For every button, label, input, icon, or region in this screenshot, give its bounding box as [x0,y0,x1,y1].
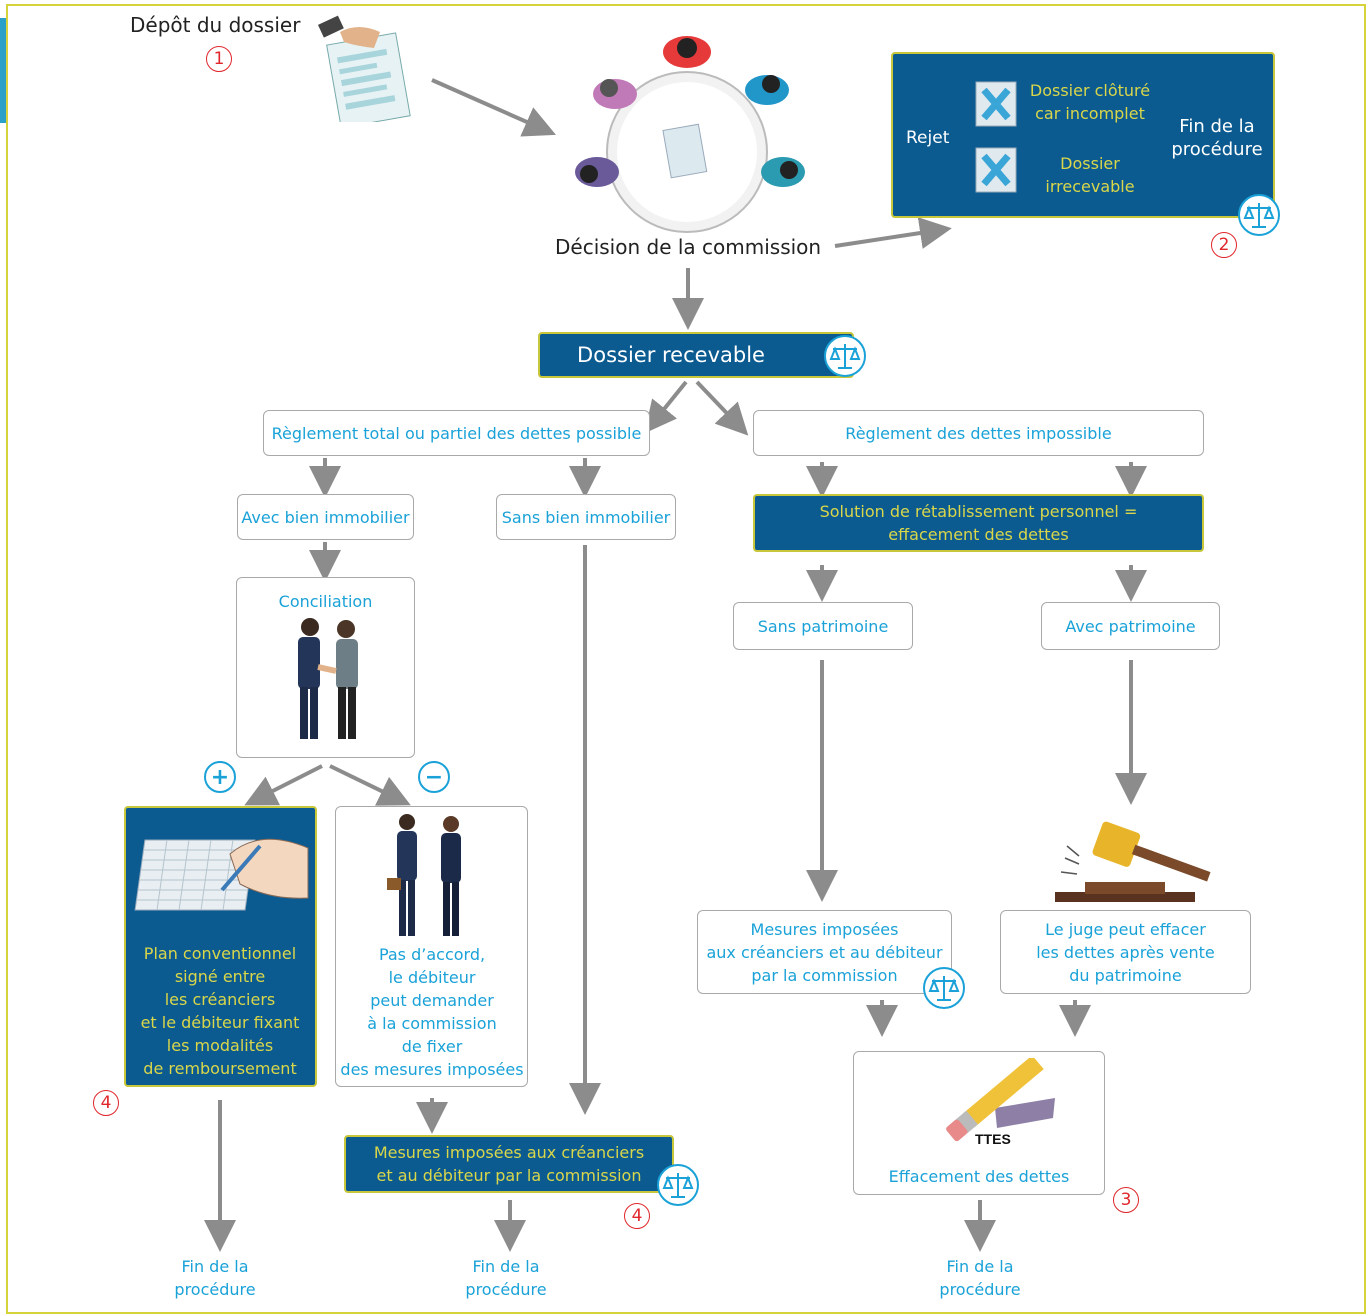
avec-patrimoine-label: Avec patrimoine [1065,616,1196,636]
avec-immobilier-label: Avec bien immobilier [241,507,410,527]
eraser-text: TTES [975,1131,1011,1147]
right-title: Règlement des dettes impossible [845,423,1112,443]
effacement-number: 3 [1113,1187,1139,1213]
scale-icon [657,1164,699,1206]
eraser-illustration: TTES [946,1058,1055,1147]
juge-text: Le juge peut effacer les dettes après ve… [1036,919,1215,985]
rejet-panel [891,52,1275,218]
meeting-illustration [575,36,805,233]
left-title: Règlement total ou partiel des dettes po… [271,423,642,443]
arrow-minus [329,764,411,806]
sans-patrimoine-box: Sans patrimoine [733,602,913,650]
sans-immobilier-label: Sans bien immobilier [501,507,671,527]
fin-right: Fin de la procédure [939,1257,1021,1299]
arrow-left-branch [644,380,688,434]
arrow-right-branch [695,380,749,436]
document-illustration [317,15,411,122]
effacement-label: Effacement des dettes [888,1167,1070,1186]
arrow-rejet [834,217,952,249]
side-tab [0,18,6,123]
conciliation-label: Conciliation [278,592,373,611]
decision-label: Décision de la commission [555,235,822,259]
mesures-left-text: Mesures imposées aux créanciers et au dé… [373,1143,645,1185]
rejet-fin: Fin de la procédure [1171,116,1263,160]
sans-immobilier-box: Sans bien immobilier [496,494,676,540]
rejected-doc-icon [975,147,1017,193]
signing-illustration [134,838,309,911]
fin-left-1: Fin de la procédure [174,1257,256,1299]
rejet-item2: Dossier irrecevable [1045,154,1135,196]
scale-icon [1238,194,1280,236]
rejet-number: 2 [1211,232,1237,258]
rejet-label: Rejet [906,128,950,148]
sans-patrimoine-label: Sans patrimoine [757,616,889,636]
rejected-doc-icon [975,81,1017,127]
plus-icon: + [204,761,236,793]
recevable-label: Dossier recevable [577,343,765,367]
rejet-item1: Dossier clôturé car incomplet [1029,81,1151,123]
arrow-depot [431,78,556,137]
avec-immobilier-box: Avec bien immobilier [237,494,414,540]
handshake-illustration [298,618,358,739]
juge-box: Le juge peut effacer les dettes après ve… [1000,910,1251,994]
depot-label: Dépôt du dossier [130,13,301,37]
avec-patrimoine-box: Avec patrimoine [1041,602,1220,650]
right-title-box: Règlement des dettes impossible [753,410,1204,456]
fin-left-2: Fin de la procédure [465,1257,547,1299]
plan-text: Plan conventionnel signé entre les créan… [140,944,300,1078]
mesures-left-panel: Mesures imposées aux créanciers et au dé… [344,1135,674,1193]
left-title-box: Règlement total ou partiel des dettes po… [263,410,650,456]
scale-icon [923,967,965,1009]
solution-panel: Solution de rétablissement personnel = e… [753,494,1204,552]
scale-icon [824,335,866,377]
mesures-left-number: 4 [624,1203,650,1229]
pas-accord-box [335,806,528,1087]
solution-text: Solution de rétablissement personnel = e… [819,502,1138,544]
mesures-right-text: Mesures imposées aux créanciers et au dé… [706,919,943,985]
arrow-plus [244,764,323,806]
mesures-right-box: Mesures imposées aux créanciers et au dé… [697,910,952,994]
businessmen-illustration [387,814,461,936]
gavel-illustration [1055,821,1211,902]
plan-number: 4 [93,1090,119,1116]
minus-icon: − [418,761,450,793]
pas-accord-text: Pas d’accord, le débiteur peut demander … [340,945,524,1079]
recevable-box: Dossier recevable [538,332,854,378]
depot-number: 1 [206,46,232,72]
